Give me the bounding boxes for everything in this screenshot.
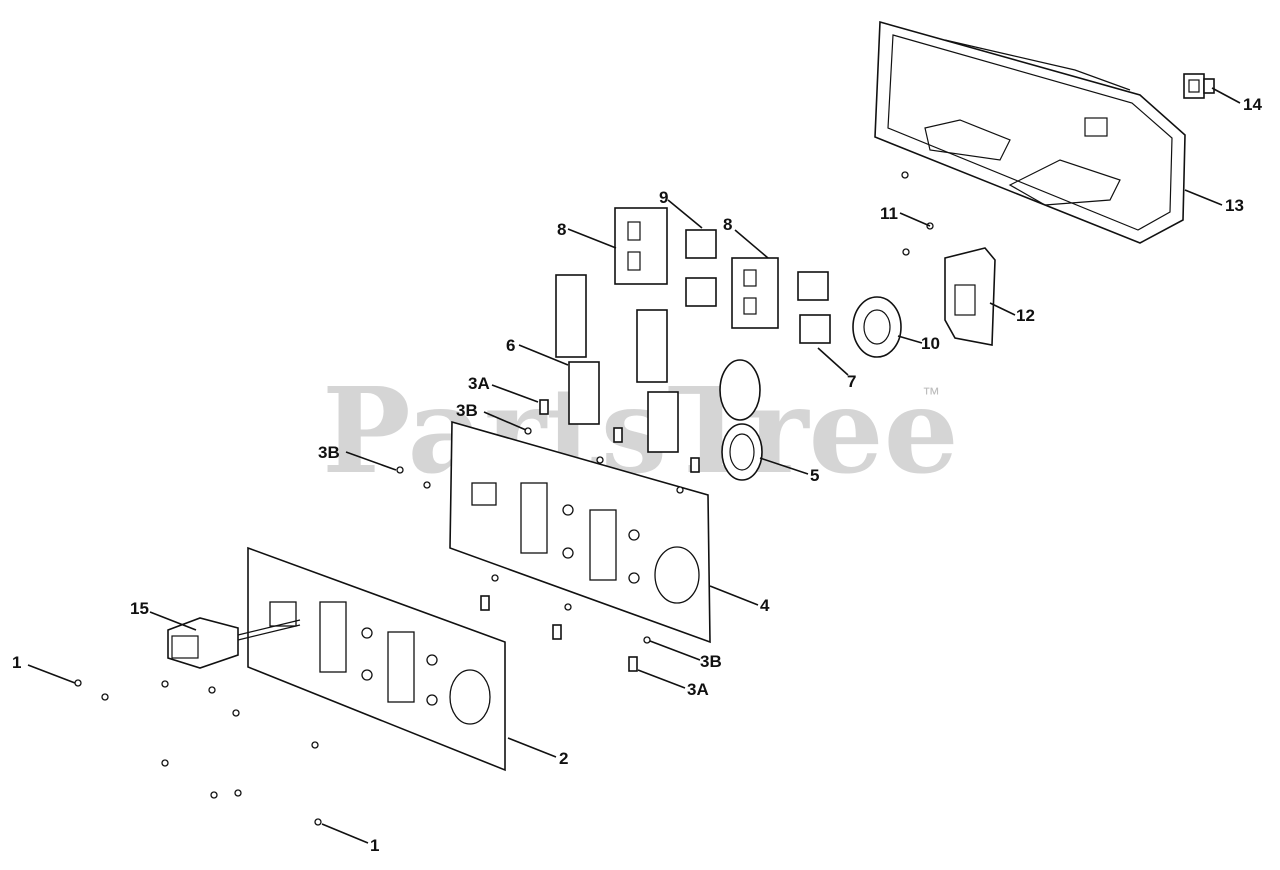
callout-3a-bottom: 3A — [687, 680, 709, 699]
part-6-covers — [555, 274, 679, 453]
part-10-receptacle — [852, 296, 902, 358]
callout-11: 11 — [880, 204, 898, 223]
callout-3b-top: 3B — [456, 401, 478, 420]
callout-5: 5 — [810, 466, 819, 485]
callout-3a-top: 3A — [468, 374, 490, 393]
callout-8-left: 8 — [557, 220, 566, 239]
part-14-connector — [1183, 73, 1215, 99]
callout-1-bottom: 1 — [370, 836, 379, 855]
part-4-inner-panel — [449, 420, 711, 644]
callout-2: 2 — [559, 749, 568, 768]
callout-10: 10 — [921, 334, 940, 353]
part-8-outlets — [614, 207, 779, 329]
part-5-round-cover — [719, 359, 763, 481]
callout-15: 15 — [130, 599, 149, 618]
part-13-housing — [874, 20, 1186, 244]
callouts: 1 1 2 3A 3A 3B 3B 3B 4 5 6 7 8 8 9 10 11… — [12, 95, 1262, 855]
part-9-breakers — [685, 229, 717, 307]
callout-6: 6 — [506, 336, 515, 355]
leader-lines — [27, 87, 1241, 844]
callout-7: 7 — [847, 372, 856, 391]
callout-3b-bottom: 3B — [700, 652, 722, 671]
part-12-switch-block — [944, 247, 996, 346]
part-15-meter — [167, 617, 301, 669]
part-2-outer-panel — [247, 546, 506, 772]
callout-1-left: 1 — [12, 653, 21, 672]
screws — [74, 171, 934, 826]
callout-3b-left: 3B — [318, 443, 340, 462]
watermark-trademark: ™ — [922, 384, 940, 404]
part-7-breakers — [797, 271, 831, 344]
callout-4: 4 — [760, 596, 770, 615]
callout-8-right: 8 — [723, 215, 732, 234]
callout-14: 14 — [1243, 95, 1262, 114]
callout-13: 13 — [1225, 196, 1244, 215]
callout-12: 12 — [1016, 306, 1035, 325]
callout-9: 9 — [659, 188, 668, 207]
